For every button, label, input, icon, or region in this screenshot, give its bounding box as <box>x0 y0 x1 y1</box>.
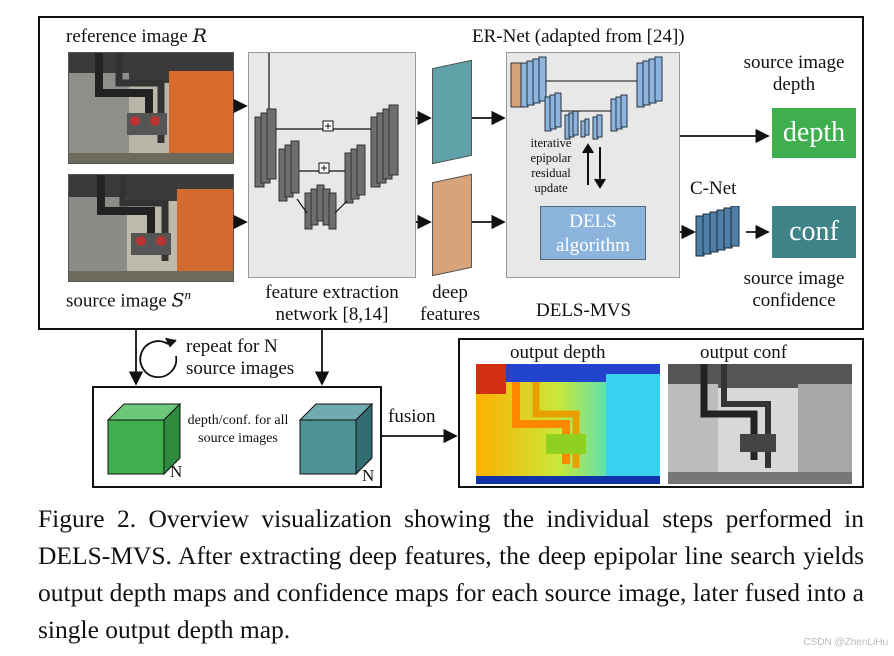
deep-feature-source <box>432 173 472 277</box>
conf-output-box: conf <box>772 206 856 258</box>
feature-extraction-panel <box>248 52 416 278</box>
reference-image-label: reference image R <box>66 25 207 47</box>
repeat-label: repeat for N source images <box>186 336 295 379</box>
source-confidence-label: source image confidence <box>743 268 845 311</box>
feature-extraction-label: feature extraction network [8,14] <box>265 282 399 325</box>
dels-algorithm-box: DELS algorithm <box>540 206 646 260</box>
source-depth-label: source image depth <box>743 52 845 95</box>
ernet-title: ER-Net (adapted from [24]) <box>472 26 685 47</box>
reference-symbol: R <box>192 25 207 47</box>
source-photo <box>68 174 234 282</box>
iterative-update-label: iterative epipolar residual update <box>530 136 572 195</box>
conf-stack-cube <box>298 402 374 476</box>
reference-photo <box>68 52 234 164</box>
output-conf-map <box>668 364 852 484</box>
fusion-label: fusion <box>388 406 436 427</box>
cnet-label: C-Net <box>690 178 737 199</box>
depth-output-box: depth <box>772 108 856 158</box>
top-arrows <box>233 98 770 240</box>
source-symbol: S <box>171 289 185 312</box>
output-depth-label: output depth <box>510 342 606 363</box>
n-right: N <box>362 466 375 485</box>
cnet-stack <box>695 206 740 257</box>
source-superscript: n <box>184 287 192 302</box>
figure-caption: Figure 2. Overview visualization showing… <box>38 504 864 644</box>
n-left: N <box>170 462 183 481</box>
stack-description: depth/conf. for all source images <box>187 413 289 446</box>
deep-features-label: deep features <box>420 282 481 325</box>
source-image-label: source image Sn <box>66 287 192 312</box>
deep-feature-reference <box>432 59 472 165</box>
output-depth-map <box>476 364 660 484</box>
depth-stack-cube <box>106 402 182 476</box>
output-conf-label: output conf <box>700 342 788 363</box>
watermark: CSDN @ZhenLiHu <box>803 637 888 648</box>
bottom-arrows <box>128 330 458 444</box>
dels-mvs-label: DELS-MVS <box>536 300 632 321</box>
